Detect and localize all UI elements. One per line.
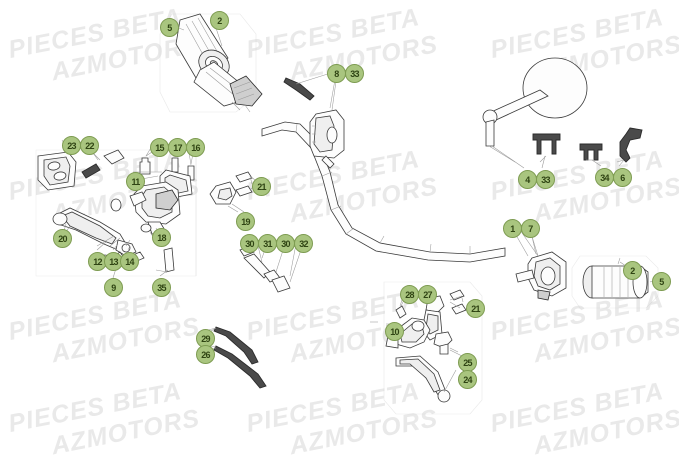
callout-bubble-31-20[interactable]: 31 — [258, 234, 277, 253]
callout-bubble-34-27[interactable]: 34 — [595, 168, 614, 187]
left-grip-assembly-part — [159, 13, 263, 113]
callout-bubble-2-31[interactable]: 2 — [623, 261, 642, 280]
technical-linework — [35, 13, 659, 415]
callout-bubble-6-28[interactable]: 6 — [613, 168, 632, 187]
part-18-master-cylinder — [129, 181, 181, 241]
callout-bubble-11-9[interactable]: 11 — [126, 172, 145, 191]
callout-bubble-17-7[interactable]: 17 — [168, 138, 187, 157]
callout-bubble-22-5[interactable]: 22 — [80, 136, 99, 155]
callout-bubble-35-18[interactable]: 35 — [152, 278, 171, 297]
callout-bubble-28-33[interactable]: 28 — [400, 285, 419, 304]
callout-bubble-33-3[interactable]: 33 — [345, 64, 364, 83]
callout-bubble-24-38[interactable]: 24 — [458, 370, 477, 389]
part-35-bolt — [155, 247, 175, 273]
callout-bubble-21-35[interactable]: 21 — [466, 299, 485, 318]
callout-bubble-18-13[interactable]: 18 — [152, 228, 171, 247]
part-20-lever — [52, 207, 137, 257]
callout-bubble-5-0[interactable]: 5 — [160, 18, 179, 37]
right-switch-part — [515, 229, 567, 301]
callout-bubble-1-29[interactable]: 1 — [503, 219, 522, 238]
part-22-pins — [81, 143, 125, 179]
callout-bubble-20-12[interactable]: 20 — [53, 229, 72, 248]
callout-bubble-2-1[interactable]: 2 — [210, 11, 229, 30]
callout-bubble-30-21[interactable]: 30 — [276, 234, 295, 253]
throttle-detail-inset — [370, 281, 483, 415]
part-23-clamp-block — [37, 139, 77, 191]
handlebar-clamp-part — [283, 71, 345, 169]
callout-bubble-21-10[interactable]: 21 — [252, 177, 271, 196]
cables-part — [207, 326, 267, 389]
callout-bubble-26-24[interactable]: 26 — [196, 345, 215, 364]
part-21-19-clamp — [209, 171, 255, 213]
mirror-assembly-part — [482, 57, 643, 163]
callout-bubble-4-25[interactable]: 4 — [518, 170, 537, 189]
callout-bubble-27-34[interactable]: 27 — [418, 285, 437, 304]
callout-bubble-30-19[interactable]: 30 — [240, 234, 259, 253]
callout-bubble-33-26[interactable]: 33 — [536, 170, 555, 189]
callout-bubble-7-30[interactable]: 7 — [521, 219, 540, 238]
callout-bubble-5-32[interactable]: 5 — [652, 272, 671, 291]
callout-bubble-8-2[interactable]: 8 — [327, 64, 346, 83]
callout-bubble-10-36[interactable]: 10 — [385, 322, 404, 341]
right-grip-assembly-part — [571, 255, 659, 309]
callout-bubble-23-4[interactable]: 23 — [62, 136, 81, 155]
callout-bubble-19-11[interactable]: 19 — [236, 212, 255, 231]
callout-bubble-32-22[interactable]: 32 — [294, 234, 313, 253]
callout-bubble-14-16[interactable]: 14 — [120, 252, 139, 271]
left-cluster-inset-border — [35, 149, 197, 277]
callout-bubble-16-8[interactable]: 16 — [186, 138, 205, 157]
callout-bubble-15-6[interactable]: 15 — [150, 138, 169, 157]
callout-bubble-9-17[interactable]: 9 — [104, 278, 123, 297]
